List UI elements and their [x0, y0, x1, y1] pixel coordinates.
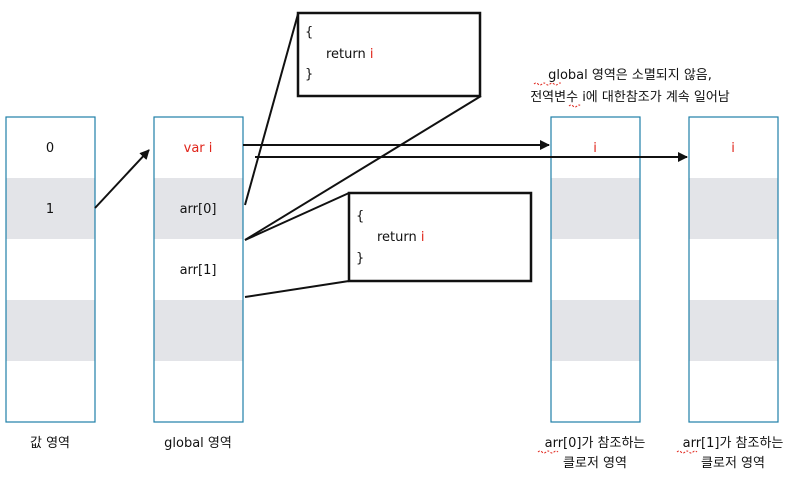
function-box-2-open-brace: { — [356, 209, 364, 224]
global-cell-arr0: arr[0] — [180, 202, 217, 217]
closure0-caption-line2: 클로저 영역 — [563, 456, 627, 471]
value-cell-0: 0 — [46, 141, 54, 156]
value-to-global-arrow — [94, 149, 150, 209]
function-box-1-body: return i — [326, 47, 374, 62]
closure1-area-column: i — [688, 116, 779, 423]
closure1-caption-line1: arr[1]가 참조하는 — [683, 436, 784, 451]
function-box-1: { return i } — [296, 11, 482, 98]
value-area-caption: 값 영역 — [30, 436, 70, 451]
function-box-2: { return i } — [347, 191, 533, 283]
closure0-caption-line1: arr[0]가 참조하는 — [545, 436, 646, 451]
function-box-2-body: return i — [377, 230, 425, 245]
spellcheck-underline — [533, 82, 563, 86]
arr0-to-function-box-1-line — [244, 95, 482, 241]
closure1-caption-line2: 클로저 영역 — [701, 456, 765, 471]
value-area-column: 0 1 — [5, 116, 96, 423]
global-cell-var-i: var i — [184, 141, 213, 156]
annotation-line2: 전역변수 i에 대한참조가 계속 일어남 — [530, 90, 730, 105]
function-box-1-open-brace: { — [305, 25, 313, 40]
closure1-cell-i: i — [731, 141, 735, 156]
value-cell-1: 1 — [46, 202, 54, 217]
spellcheck-underline — [537, 450, 559, 454]
arr1-to-function-box-2-line — [244, 280, 350, 298]
global-cell-arr1: arr[1] — [180, 263, 217, 278]
arr0-to-function-box-1-line — [244, 13, 299, 206]
annotation-line1: global 영역은 소멸되지 않음, — [548, 68, 712, 83]
global-area-caption: global 영역 — [164, 436, 232, 451]
global-area-column: var i arr[0] arr[1] — [153, 116, 244, 423]
closure0-area-column: i — [550, 116, 641, 423]
arr1-to-function-box-2-line — [244, 192, 350, 241]
closure0-cell-i: i — [593, 141, 597, 156]
function-box-1-close-brace: } — [305, 67, 313, 82]
function-box-2-close-brace: } — [356, 251, 364, 266]
spellcheck-underline — [676, 450, 698, 454]
spellcheck-underline — [568, 104, 582, 108]
